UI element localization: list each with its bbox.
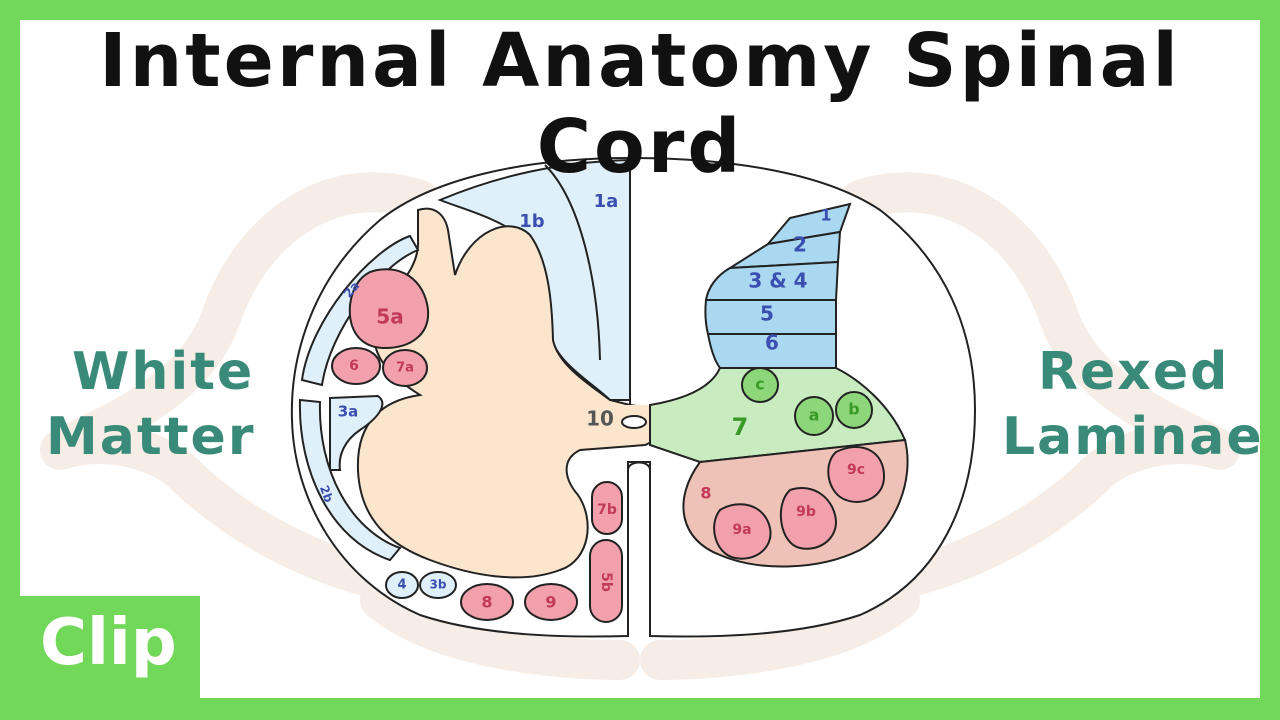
nucleus-8-left xyxy=(460,583,514,621)
label-rb: b xyxy=(848,400,859,419)
nucleus-6-left xyxy=(331,347,381,385)
nucleus-b xyxy=(835,391,873,429)
nucleus-5a xyxy=(348,268,430,350)
white-matter-line2: Matter xyxy=(46,407,256,467)
label-8-left: 8 xyxy=(481,593,492,612)
label-3a: 3a xyxy=(338,403,359,421)
rexed-laminae-line2: Laminae xyxy=(1002,407,1264,467)
tract-3a xyxy=(329,394,384,471)
label-r2: 2 xyxy=(793,233,807,257)
ventral-fissure xyxy=(627,461,651,636)
label-2b: 2b xyxy=(317,483,336,504)
label-r6: 6 xyxy=(765,331,779,355)
nucleus-a xyxy=(794,396,834,436)
label-r9b: 9b xyxy=(796,504,816,520)
column-divider xyxy=(544,164,601,361)
label-r1: 1 xyxy=(820,206,831,225)
rexed-laminae-line1: Rexed xyxy=(1038,342,1230,402)
nucleus-9-left xyxy=(524,583,578,621)
label-ra: a xyxy=(809,406,820,425)
label-7a: 7a xyxy=(396,361,414,376)
label-4: 4 xyxy=(397,578,406,593)
label-r9a: 9a xyxy=(732,522,751,538)
label-3b: 3b xyxy=(430,578,447,592)
tract-2b xyxy=(298,398,402,562)
nucleus-7b xyxy=(591,481,623,535)
page-title: Internal Anatomy Spinal Cord xyxy=(99,18,1181,190)
nucleus-3b xyxy=(419,571,457,599)
nucleus-9c xyxy=(827,446,886,503)
label-10: 10 xyxy=(586,407,614,431)
label-5a: 5a xyxy=(376,305,403,329)
grey-matter xyxy=(356,207,658,579)
label-rc: c xyxy=(755,375,764,394)
clip-badge-text: Clip xyxy=(40,606,177,680)
nucleus-9b xyxy=(779,487,838,550)
nerve-roots xyxy=(40,172,1240,680)
nucleus-5b xyxy=(589,539,623,623)
label-r5: 5 xyxy=(760,302,774,326)
label-r7: 7 xyxy=(732,413,749,441)
label-5b: 5b xyxy=(598,572,614,592)
label-7b: 7b xyxy=(597,502,617,518)
nucleus-7a xyxy=(382,349,428,387)
rexed-laminae-label: Rexed Laminae xyxy=(1002,340,1264,470)
label-r8: 8 xyxy=(700,484,711,503)
label-r34: 3 & 4 xyxy=(748,269,807,293)
label-9-left: 9 xyxy=(545,593,556,612)
white-matter-line1: White xyxy=(72,342,255,402)
central-canal xyxy=(621,415,647,429)
label-r9c: 9c xyxy=(847,462,865,478)
label-6-left: 6 xyxy=(349,358,359,374)
nucleus-9a xyxy=(713,503,772,560)
nucleus-c xyxy=(741,367,779,403)
label-1a: 1a xyxy=(594,191,619,212)
nucleus-4 xyxy=(385,571,419,599)
clip-badge xyxy=(20,596,200,698)
white-matter-label: White Matter xyxy=(46,340,255,470)
label-1b: 1b xyxy=(519,211,545,232)
